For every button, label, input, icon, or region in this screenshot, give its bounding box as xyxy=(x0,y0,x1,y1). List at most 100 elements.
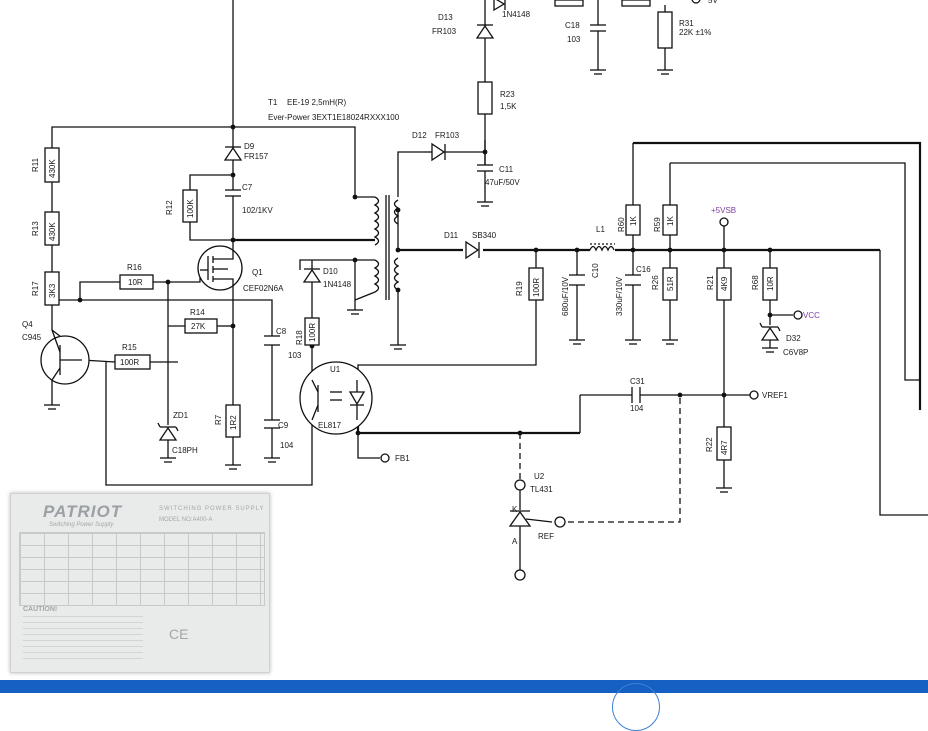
u2-pin-k: K xyxy=(512,505,518,514)
resistor-r16 xyxy=(119,274,154,290)
q1-ref: Q1 xyxy=(252,268,263,277)
label-caution: CAUTION! xyxy=(23,606,58,613)
resistor-r7 xyxy=(225,404,241,438)
d13-ref: D13 xyxy=(438,13,453,22)
r11-value: 430K xyxy=(48,159,57,178)
d11-value: SB340 xyxy=(472,231,497,240)
label-line1: SWITCHING POWER SUPPLY xyxy=(159,506,265,512)
r15-value: 100R xyxy=(120,358,139,367)
capacitors xyxy=(225,24,641,440)
r17-value: 3K3 xyxy=(48,283,57,298)
resistor-top-partial xyxy=(554,0,584,7)
c18-value: 103 xyxy=(567,35,581,44)
net-vcc: VCC xyxy=(803,311,820,320)
r11-ref: R11 xyxy=(31,157,40,172)
mosfet-q1 xyxy=(197,245,243,291)
net-vref1: VREF1 xyxy=(762,391,788,400)
resistor-r21 xyxy=(716,267,732,301)
resistor-top-partial-2 xyxy=(621,0,651,7)
net-5vsb: +5VSB xyxy=(711,206,736,215)
u2-pin-a: A xyxy=(512,537,518,546)
u2-value: TL431 xyxy=(530,485,553,494)
c18-ref: C18 xyxy=(565,21,580,30)
resistors xyxy=(44,0,778,461)
resistor-r31 xyxy=(657,11,673,49)
u2-pin-ref: REF xyxy=(538,532,554,541)
net-terminals xyxy=(380,0,803,463)
footer-logo-circle xyxy=(612,683,660,731)
zd1-ref: ZD1 xyxy=(173,411,189,420)
u2-ref: U2 xyxy=(534,472,545,481)
r21-value: 4K9 xyxy=(720,276,729,291)
r22-ref: R22 xyxy=(705,437,714,452)
resistor-r14 xyxy=(184,318,218,334)
resistor-r15 xyxy=(114,354,151,370)
net-fb1: FB1 xyxy=(395,454,410,463)
resistor-r11 xyxy=(44,147,60,183)
d9-ref: D9 xyxy=(244,142,255,151)
label-ce-mark: CE xyxy=(169,626,189,642)
q4-ref: Q4 xyxy=(22,320,33,329)
r16-value: 10R xyxy=(128,278,143,287)
r26-value: 51R xyxy=(666,276,675,291)
r31-value: 22K ±1% xyxy=(679,28,711,37)
q4-value: C945 xyxy=(22,333,42,342)
resistor-r19 xyxy=(528,267,544,301)
r21-ref: R21 xyxy=(706,275,715,290)
d11-ref: D11 xyxy=(444,231,459,240)
r12-ref: R12 xyxy=(165,200,174,215)
inductor-l1 xyxy=(589,245,615,252)
r60-value: 1K xyxy=(629,216,638,226)
r18-ref: R18 xyxy=(295,330,304,345)
zd1-value: C18PH xyxy=(172,446,198,455)
r14-value: 27K xyxy=(191,322,206,331)
c31-ref: C31 xyxy=(630,377,645,386)
r19-value: 100R xyxy=(532,278,541,297)
label-brand: PATRIOT xyxy=(43,502,123,521)
r13-ref: R13 xyxy=(31,221,40,236)
c7-ref: C7 xyxy=(242,183,253,192)
transformer-t1 xyxy=(354,195,400,301)
resistor-r12 xyxy=(182,189,198,223)
r12-value: 100K xyxy=(186,199,195,218)
t1-spec: EE-19 2,5mH(R) xyxy=(287,98,346,107)
resistor-r26 xyxy=(662,267,678,301)
resistor-r59 xyxy=(662,204,678,236)
r23-value: 1,5K xyxy=(500,102,517,111)
product-label-photo: PATRIOT Switching Power Supply SWITCHING… xyxy=(10,493,270,673)
c10-ref: C10 xyxy=(591,263,600,278)
u1-value: EL817 xyxy=(318,421,342,430)
d12-ref: D12 xyxy=(412,131,427,140)
optocoupler-u1 xyxy=(299,361,373,435)
q1-value: CEF02N6A xyxy=(243,284,284,293)
r14-ref: R14 xyxy=(190,308,205,317)
c10-value: 680uF/10V xyxy=(561,276,570,316)
r19-ref: R19 xyxy=(515,281,524,296)
regulator-u2 xyxy=(508,479,566,581)
resistor-r22 xyxy=(716,426,732,461)
t1-part: Ever-Power 3EXT1E18024RXXX100 xyxy=(268,113,400,122)
c16-value: 330uF/10V xyxy=(615,276,624,316)
footer-bar xyxy=(0,680,928,731)
label-subtitle: Switching Power Supply xyxy=(49,522,114,528)
r16-ref: R16 xyxy=(127,263,142,272)
d10-ref: D10 xyxy=(323,267,338,276)
ground-symbols xyxy=(44,69,778,493)
d10-value: 1N4148 xyxy=(323,280,352,289)
resistor-r23 xyxy=(477,81,493,115)
r7-value: 1R2 xyxy=(229,415,238,430)
c8-value: 103 xyxy=(288,351,302,360)
d32-value: C6V8P xyxy=(783,348,808,357)
d12-value: FR103 xyxy=(435,131,460,140)
t1-label: T1 xyxy=(268,98,278,107)
component-labels: T1 EE-19 2,5mH(R) Ever-Power 3EXT1E18024… xyxy=(22,0,820,546)
d32-ref: D32 xyxy=(786,334,801,343)
r68-value: 10R xyxy=(766,276,775,291)
c9-value: 104 xyxy=(280,441,294,450)
diodes xyxy=(157,0,781,441)
label-line2: MODEL NO:A400-A xyxy=(159,517,213,523)
label-fine-print xyxy=(23,616,143,662)
r23-ref: R23 xyxy=(500,90,515,99)
c31-value: 104 xyxy=(630,404,644,413)
resistor-r13 xyxy=(44,211,60,246)
